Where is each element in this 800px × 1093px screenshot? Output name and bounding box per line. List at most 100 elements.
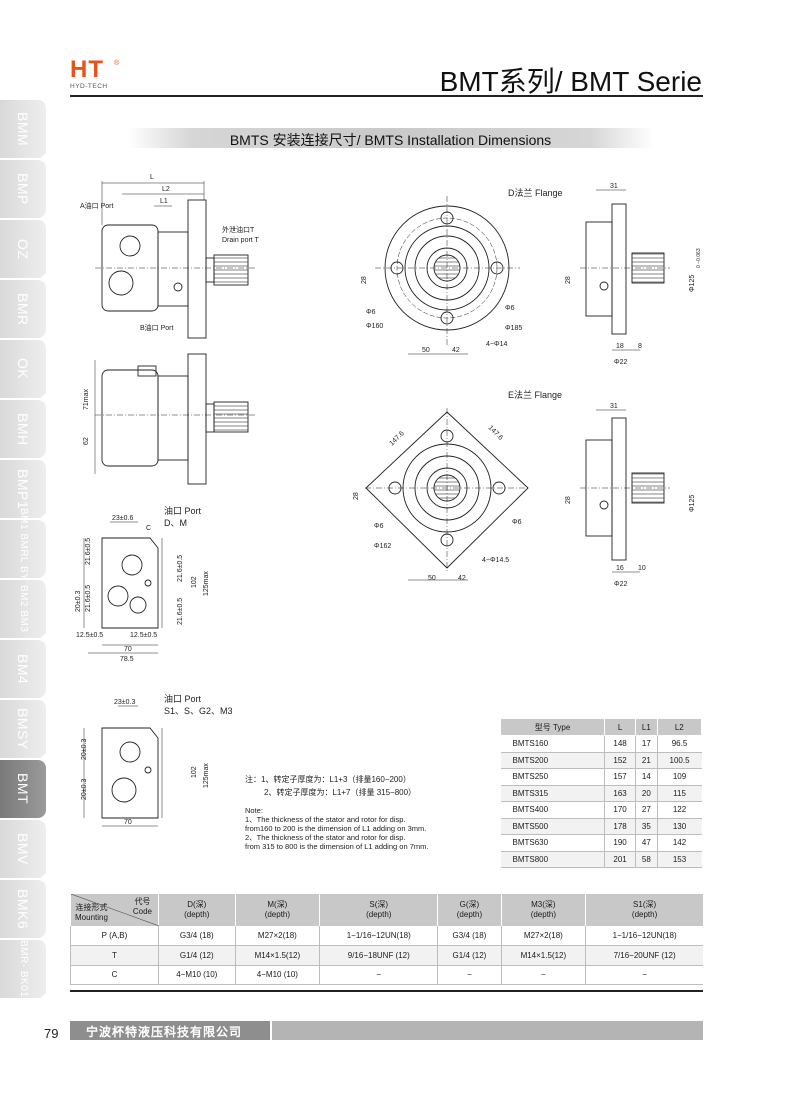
- table-header-cell: L1: [635, 718, 658, 736]
- note-en-4: from 315 to 800 is the dimension of L1 a…: [245, 842, 429, 851]
- side-tab-label: BMT: [15, 773, 31, 805]
- header-en: (depth): [184, 910, 210, 919]
- company-name: 宁波杯特液压科技有限公司: [86, 1025, 243, 1039]
- dim-70-a: 70: [124, 646, 132, 653]
- dim-125-05-b: 12.5±0.5: [130, 632, 157, 639]
- dim-50-a: 50: [422, 347, 430, 354]
- dim-31-b: 31: [610, 403, 618, 410]
- section-title: BMTS 安装连接尺寸/ BMTS Installation Dimension…: [229, 132, 552, 148]
- side-tab-bmp[interactable]: BMP: [0, 160, 46, 218]
- side-tab-bmr-bk01[interactable]: BMR- BK01: [0, 940, 46, 998]
- side-tab-bmh[interactable]: BMH: [0, 400, 46, 458]
- header-en: (depth): [631, 910, 658, 919]
- label-port-dm: 油口 Port: [164, 505, 202, 516]
- logo-text: HT: [70, 56, 104, 83]
- side-tab-label: BMM: [15, 111, 31, 147]
- table-cell: 142: [657, 834, 702, 852]
- table-cell: 7/16−20UNF (12): [585, 945, 703, 966]
- dim-20-03-c: 20±0.3: [81, 779, 88, 800]
- table-header-row: 型号 Type L L1 L2: [499, 718, 703, 736]
- side-tab-label: OZ: [15, 238, 31, 260]
- table-cell: G3/4 (18): [437, 926, 502, 946]
- header-cn: M(深): [267, 900, 288, 909]
- table-header-cell: L2: [656, 718, 703, 736]
- label-d-flange: D法兰 Flange: [508, 187, 563, 198]
- section-bar: BMTS 安装连接尺寸/ BMTS Installation Dimension…: [128, 128, 653, 148]
- notes-block: 注：1、转定子厚度为：L1+3（排量160−200） 2、转定子厚度为：L1+7…: [245, 774, 495, 851]
- header-cn: S(深): [369, 900, 389, 909]
- dim-28-b: 28: [565, 276, 572, 284]
- dim-102-b: 102: [191, 766, 198, 778]
- note-en-title: Note:: [245, 806, 263, 815]
- side-tab-bmsy[interactable]: BMSY: [0, 700, 46, 758]
- table-header-cell: M(深)(depth): [234, 894, 320, 926]
- table-cell: 201: [604, 851, 637, 868]
- table-header-cell: G(深)(depth): [437, 894, 502, 926]
- side-tab-bmv[interactable]: BMV: [0, 820, 46, 878]
- label-c: C: [146, 525, 151, 532]
- dim-125max-b: 125max: [203, 763, 210, 788]
- side-tab-bm2[interactable]: BM2 BM3: [0, 580, 46, 638]
- d-flange-front-drawing: [375, 196, 520, 355]
- side-tab-bmr[interactable]: BMR: [0, 280, 46, 338]
- dim-216-d: 21.6±0.5: [177, 598, 184, 625]
- table-cell: 163: [604, 785, 637, 802]
- label-drain-cn: 外泄油口T: [222, 225, 255, 234]
- note-en-block: Note: 1、The thickness of the stator and …: [245, 806, 495, 851]
- logo-registered-mark: ®: [114, 60, 120, 67]
- brand-logo: HT ® HYD-TECH: [70, 58, 130, 94]
- table-cell: 9/16−18UNF (12): [319, 945, 438, 966]
- dim-18: 18: [616, 343, 624, 350]
- side-tab-bmp1[interactable]: BMP1: [0, 460, 46, 518]
- label-e-flange: E法兰 Flange: [508, 389, 562, 400]
- table-cell: C: [70, 965, 159, 985]
- side-tab-bmk6[interactable]: BMK6: [0, 880, 46, 938]
- dim-1476-b: 147.6: [487, 424, 504, 441]
- table-cell: 100.5: [657, 752, 702, 769]
- header-en: (depth): [530, 910, 557, 919]
- table-cell: 115: [657, 785, 702, 802]
- table-header-cell: D(深)(depth): [158, 894, 236, 926]
- motor-side-view-drawing: [95, 181, 255, 339]
- port-face-dm-drawing: [83, 521, 163, 654]
- side-tab-label: BMP1: [15, 468, 31, 510]
- dim-31-a: 31: [610, 183, 618, 190]
- e-flange-side-drawing: [580, 409, 670, 573]
- side-tab-label: BMP: [15, 173, 31, 205]
- dim-1476-a: 147.6: [388, 430, 405, 447]
- table-cell: G1/4 (12): [437, 945, 502, 966]
- table-cell: 153: [657, 851, 702, 868]
- side-tab-bm4[interactable]: BM4: [0, 640, 46, 698]
- corner-code-cn: 代号: [134, 897, 151, 906]
- table-cell: BMTS800: [500, 851, 606, 868]
- side-tab-bmt[interactable]: BMT: [0, 760, 46, 818]
- corner-code: 代号 Code: [133, 897, 152, 917]
- side-tab-ok[interactable]: OK: [0, 340, 46, 398]
- header-cn: D(深): [187, 900, 207, 909]
- side-tab-bmm[interactable]: BMM: [0, 100, 46, 158]
- table-cell: −: [319, 965, 438, 985]
- corner-mounting: 连接形式 Mounting: [75, 903, 108, 923]
- dim-216-b: 21.6±0.5: [85, 585, 92, 612]
- side-tab-oz[interactable]: OZ: [0, 220, 46, 278]
- dim-l2: L2: [162, 186, 170, 193]
- table-cell: 96.5: [657, 735, 702, 753]
- table-cell: BMTS315: [500, 785, 606, 802]
- port-face-s-drawing: [83, 705, 163, 827]
- table-header-cell: S1(深)(depth): [585, 894, 703, 926]
- header-en: (depth): [456, 910, 483, 919]
- dim-216-c: 21.6±0.5: [177, 555, 184, 582]
- corner-mounting-en: Mounting: [75, 913, 108, 922]
- side-tab-bm1[interactable]: BM1 BMRL BYM: [0, 508, 46, 590]
- table-cell: 4−M10 (10): [234, 965, 320, 985]
- e-flange-front-drawing: [365, 408, 530, 581]
- dim-l1: L1: [160, 198, 168, 205]
- connection-table: 代号 Code 连接形式 Mounting D(深)(depth) M(深)(d…: [70, 894, 703, 985]
- dim-phi6-d: Φ6: [512, 519, 522, 526]
- note-cn-1: 注：1、转定子厚度为：L1+3（排量160−200）: [245, 775, 411, 784]
- dim-tolerance: 0 −0.063: [696, 248, 702, 268]
